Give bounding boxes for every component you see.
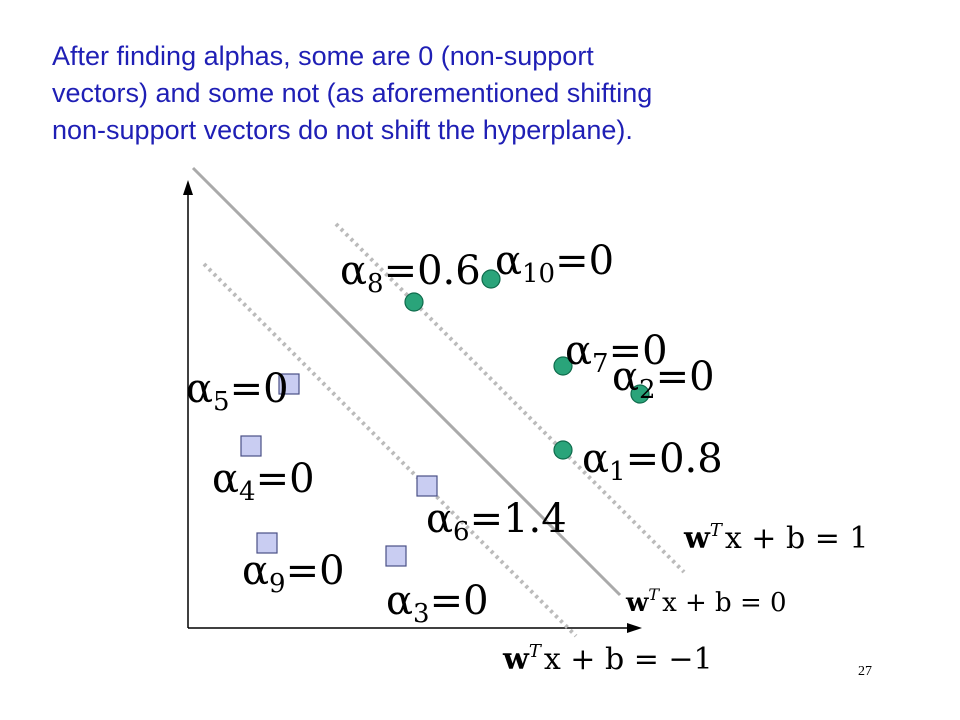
caption-line-2: vectors) and some not (as aforementioned… — [52, 78, 653, 108]
positive-point-p7 — [553, 356, 573, 376]
page-number: 27 — [858, 664, 872, 679]
alpha-label-p4: α4=0 — [212, 456, 315, 507]
decision-lines — [191, 166, 686, 638]
negative-point-p9 — [256, 532, 278, 554]
alpha-label-p3: α3=0 — [386, 578, 489, 629]
slide-caption: After finding alphas, some are 0 (non-su… — [52, 38, 912, 149]
y-axis-arrow-icon — [183, 180, 193, 195]
caption-line-1: After finding alphas, some are 0 (non-su… — [52, 41, 594, 71]
alpha-label-p10: α10=0 — [495, 238, 614, 289]
positive-point-p8 — [404, 292, 424, 312]
axes — [183, 180, 642, 633]
alpha-label-p2: α2=0 — [612, 354, 715, 405]
alpha-label-p8: α8=0.6 — [340, 248, 481, 299]
points-layer — [240, 269, 650, 567]
negative-point-p6 — [416, 475, 438, 497]
alpha-label-p6: α6=1.4 — [426, 496, 567, 547]
alpha-label-p1: α1=0.8 — [582, 436, 723, 487]
positive-point-p10 — [481, 269, 501, 289]
positive-point-p2 — [630, 384, 650, 404]
negative-point-p3 — [385, 545, 407, 567]
x-axis-arrow-icon — [627, 623, 642, 633]
alpha-labels: α1=0.8 α2=0 α7=0 α8=0.6 α10=0 α3=0 α4=0 … — [186, 238, 723, 629]
positive-point-p1 — [553, 440, 573, 460]
hyperplane-line — [191, 166, 622, 597]
alpha-label-p5: α5=0 — [186, 366, 289, 417]
alpha-label-p9: α9=0 — [242, 548, 345, 599]
positive-margin-line — [334, 222, 686, 574]
negative-point-p4 — [240, 435, 262, 457]
caption-line-3: non-support vectors do not shift the hyp… — [52, 115, 633, 145]
negative-point-p5 — [278, 373, 300, 395]
alpha-label-p7: α7=0 — [565, 328, 668, 379]
